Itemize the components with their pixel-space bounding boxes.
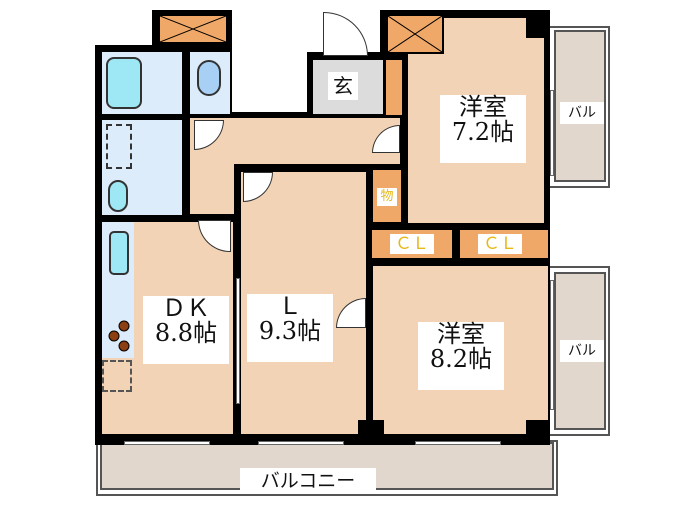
window-dk xyxy=(124,441,210,445)
pillar-bottom-right xyxy=(526,420,550,444)
dk-living-slider xyxy=(236,278,240,404)
closet-right-label: ＣＬ xyxy=(478,234,522,254)
dk-size: 8.8帖 xyxy=(154,319,218,348)
ps-box-right-inner xyxy=(386,14,444,54)
fridge-space-icon xyxy=(102,360,132,392)
washer-space-icon xyxy=(106,124,132,169)
balcony-side-bottom-label: バル xyxy=(560,340,604,362)
western-room-1-label: 洋室 7.2帖 xyxy=(440,93,526,163)
pillar-top-right xyxy=(526,10,550,38)
stove-icon xyxy=(108,318,132,354)
window-living xyxy=(258,441,344,445)
cross-icon xyxy=(159,15,227,43)
pillar-bottom-middle xyxy=(358,420,384,444)
closet-left-label: ＣＬ xyxy=(390,234,434,254)
balcony-side-top-label: バル xyxy=(560,102,604,124)
western-room-2-label: 洋室 8.2帖 xyxy=(418,320,504,390)
window-western-2-side xyxy=(550,280,554,410)
kitchen-sink-icon xyxy=(109,231,129,275)
sink-icon xyxy=(108,180,128,212)
western-room-2-size: 8.2帖 xyxy=(429,345,493,374)
entrance-label: 玄 xyxy=(328,72,358,100)
living-name: Ｌ xyxy=(278,292,302,320)
bathtub-icon xyxy=(106,57,142,109)
living-label: Ｌ 9.3帖 xyxy=(247,292,333,362)
dk-name: ＤＫ xyxy=(162,294,210,322)
window-western-2 xyxy=(415,441,501,445)
entrance-shoe-closet xyxy=(386,60,402,115)
window-western-1-side xyxy=(550,90,554,176)
balcony-main-label: バルコニー xyxy=(240,468,376,494)
western-room-2-name: 洋室 xyxy=(437,320,485,348)
storage-label: 物 xyxy=(377,188,397,206)
western-room-1-name: 洋室 xyxy=(459,93,507,121)
western-room-1-size: 7.2帖 xyxy=(451,118,515,147)
toilet-icon xyxy=(197,60,221,96)
dk-label: ＤＫ 8.8帖 xyxy=(143,294,229,364)
ps-box-left xyxy=(158,14,228,44)
living-size: 9.3帖 xyxy=(258,317,322,346)
